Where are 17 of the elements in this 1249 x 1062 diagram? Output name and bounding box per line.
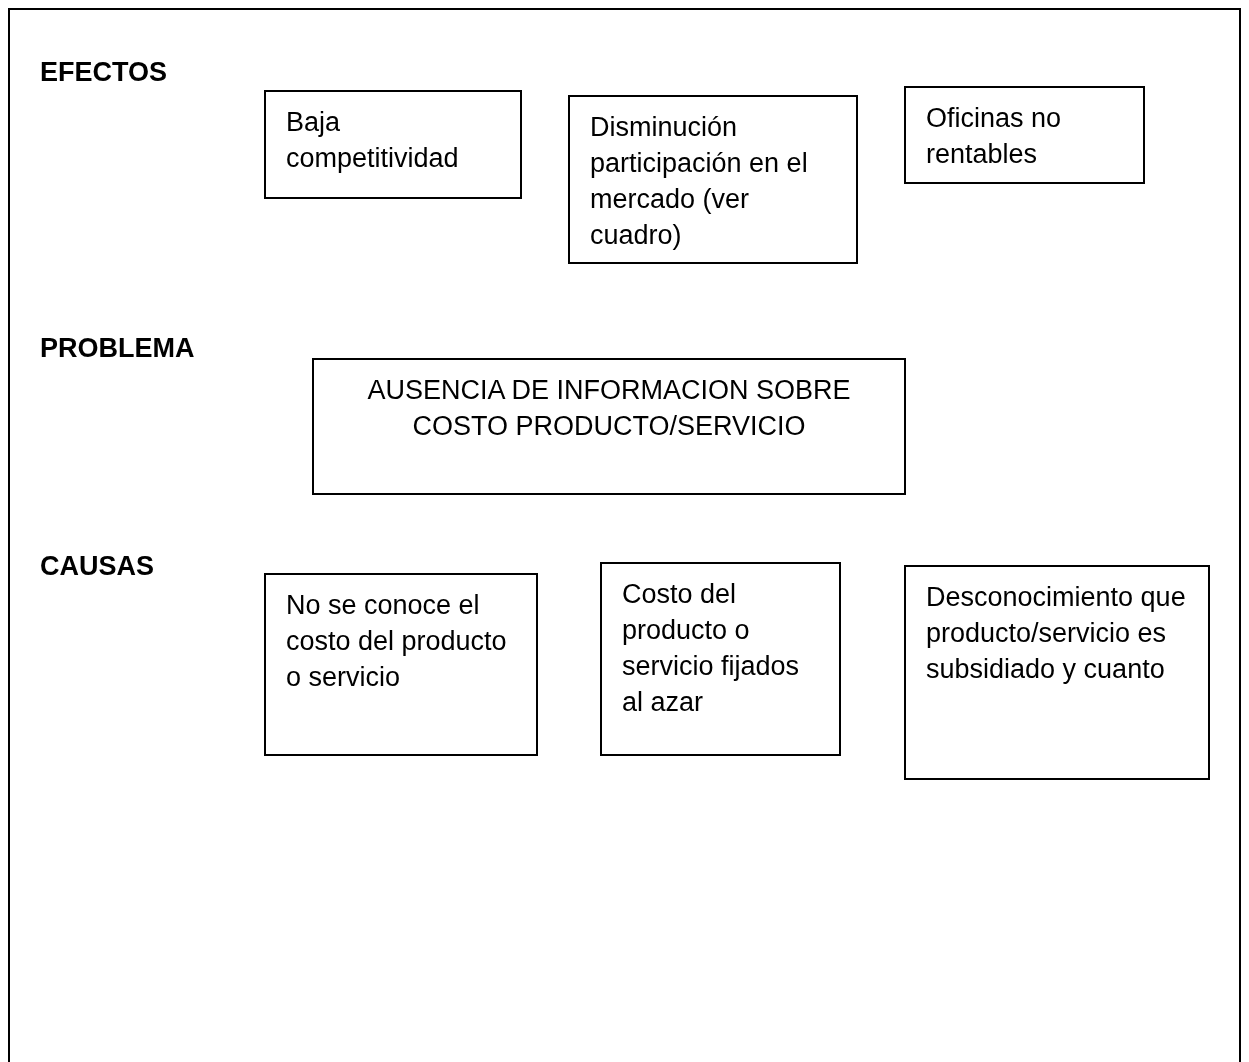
box-text: Costo del producto o servicio fijados al azar [622,578,801,719]
box-text: Desconocimiento que producto/servicio es subsidiado y cuanto [926,581,1187,686]
problem-box [312,358,906,495]
section-heading: CAUSAS [40,550,154,582]
text-box [904,565,1210,780]
text-box [904,86,1145,184]
section-heading: EFECTOS [40,56,168,88]
box-text: Oficinas no rentables [926,102,1063,171]
box-text: Disminución participación en el mercado (ver cuadro) [590,111,809,252]
text-box [600,562,841,756]
section-heading: PROBLEMA [40,332,195,364]
text-box [568,95,858,264]
text-box [264,90,522,199]
box-text: AUSENCIA DE INFORMACION SOBRE COSTO PRODUCTO/SERVICIO [366,374,852,443]
text-box [264,573,538,756]
box-text: No se conoce el costo del producto o servicio [286,589,508,694]
box-text: Baja competitividad [286,106,460,175]
